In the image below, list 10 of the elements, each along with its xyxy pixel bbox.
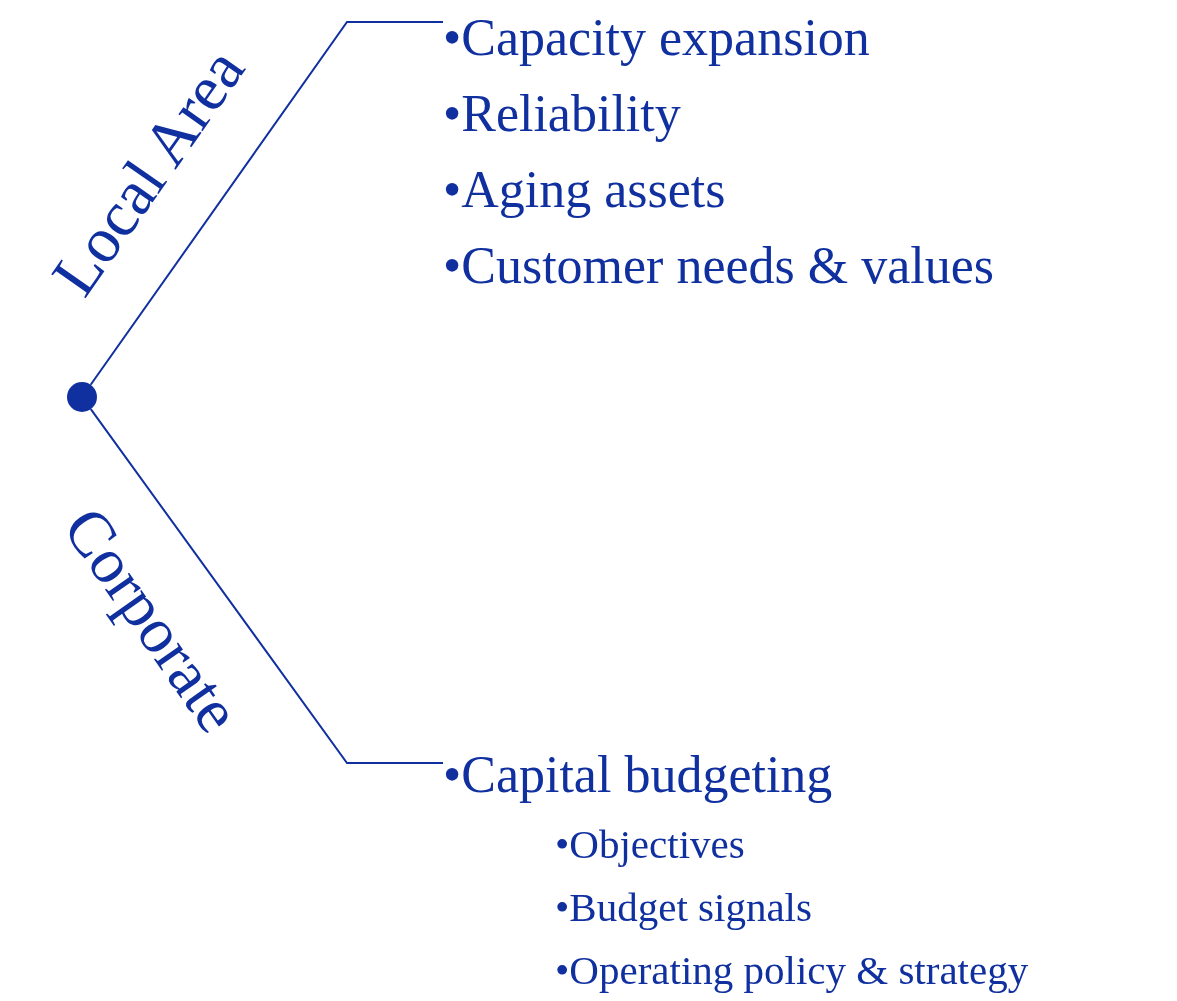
list-item: •Aging assets <box>443 160 727 220</box>
list-item: •Reliability <box>443 84 682 144</box>
list-item: •Capital budgeting <box>443 745 834 805</box>
list-item: •Operating policy & strategy <box>555 946 1029 995</box>
list-item: •Customer needs & values <box>443 236 995 296</box>
list-item: •Capacity expansion <box>443 8 871 68</box>
connector-line <box>89 21 444 386</box>
list-item: •Objectives <box>555 820 746 869</box>
connector-line <box>89 408 444 764</box>
list-item: •Budget signals <box>555 883 813 932</box>
